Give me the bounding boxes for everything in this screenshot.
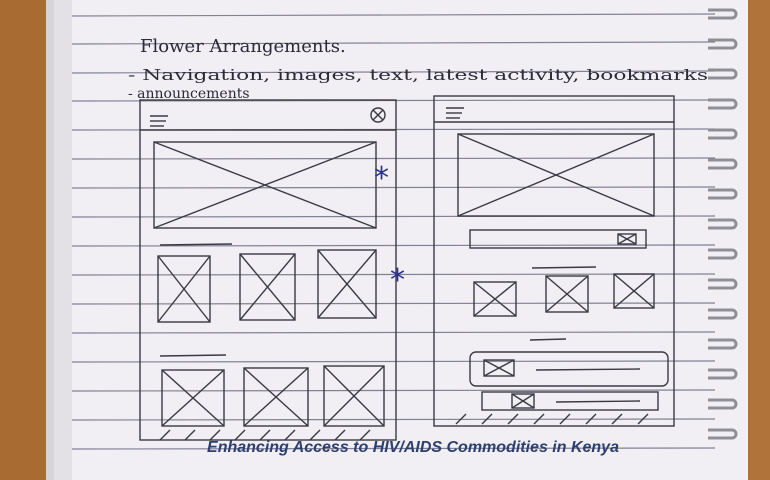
close-icon: [370, 107, 386, 123]
activity-card-1: [469, 351, 669, 387]
right-thumbnail-row: [473, 273, 655, 317]
hamburger-icon: [150, 115, 168, 127]
thumbnail-row-1: [157, 249, 377, 323]
thumbnail-row-2: [161, 365, 385, 427]
search-bar-sketch: [469, 229, 647, 249]
spiral-binding: [708, 8, 738, 440]
sketch-heading: Flower Arrangements.: [140, 36, 346, 57]
hero-image-placeholder: [153, 141, 377, 229]
hamburger-icon: [446, 107, 464, 119]
star-mark-1: *: [374, 161, 389, 196]
notebook-page: [46, 0, 748, 480]
right-footer-hatching: [455, 413, 649, 425]
star-mark-2: *: [390, 263, 405, 298]
sketch-note-line-2: - announcements: [128, 86, 250, 102]
left-wireframe: [139, 99, 397, 441]
right-hero-image-placeholder: [457, 133, 655, 217]
left-footer-hatching: [159, 429, 371, 441]
watermark-caption: Enhancing Access to HIV/AIDS Commodities…: [207, 439, 619, 456]
activity-card-2: [481, 391, 659, 411]
sketch-note-line-1: - Navigation, images, text, latest activ…: [128, 66, 708, 84]
ruled-lines: [71, 13, 716, 450]
right-wireframe: [433, 95, 675, 427]
